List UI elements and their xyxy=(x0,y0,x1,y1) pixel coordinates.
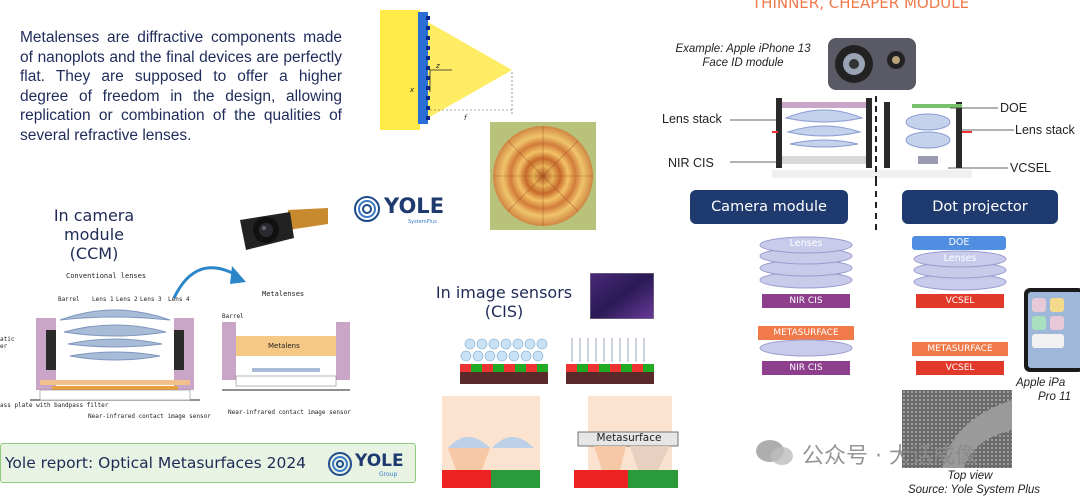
ipad-caption: Apple iPa Pro 11 xyxy=(1016,376,1080,404)
callout-lines xyxy=(730,107,1014,169)
lens4-label: Lens 4 xyxy=(168,296,190,303)
ccm-heading-line2: (CCM) xyxy=(69,244,119,263)
sem-top-view-caption: Top view xyxy=(947,470,993,482)
cis-heading: In image sensors (CIS) xyxy=(426,283,582,321)
barrel-label-2: Barrel xyxy=(222,313,244,320)
wechat-icon xyxy=(756,440,793,465)
focal-length-label: f xyxy=(464,114,468,122)
yole-group-logo-text: YOLE xyxy=(355,451,404,471)
report-banner[interactable]: Yole report: Optical Metasurfaces 2024 Y… xyxy=(0,443,416,483)
yole-logo-subtext: SystemPlus xyxy=(408,219,437,225)
lens-stack-right-label: Lens stack xyxy=(1015,123,1075,137)
cis-heading-line2: (CIS) xyxy=(484,302,524,321)
static-label: atic xyxy=(0,336,15,343)
metalens-module-diagram xyxy=(222,322,350,391)
doe-layer xyxy=(912,236,1006,250)
ipad-caption-line1: Apple iPa xyxy=(1016,377,1066,389)
projector-lens-stack xyxy=(913,250,1007,291)
yole-logo-text: YOLE xyxy=(384,194,445,218)
vcsel-label: VCSEL xyxy=(1010,161,1051,175)
cis-metasurface-lightpath xyxy=(574,396,679,488)
sem-micrograph xyxy=(902,390,1012,468)
intro-paragraph: Metalenses are diffractive components ma… xyxy=(20,29,342,144)
camera-module-header: Camera module xyxy=(690,190,848,224)
camera-metasurface-tag: METASURFACE xyxy=(758,326,854,340)
camera-metasurface-lens xyxy=(759,339,853,357)
lens2-label: Lens 2 xyxy=(116,296,138,303)
metalens-label: Metalens xyxy=(268,342,300,350)
metasurface-cis-label: Metasurface xyxy=(596,432,662,444)
microlens-array-right xyxy=(566,338,654,384)
watermark-text: 公众号 · 大话成像 xyxy=(802,444,977,469)
example-caption-line1: Example: Apple iPhone 13 xyxy=(675,43,811,55)
ipad-image xyxy=(1024,288,1080,372)
camera-lenses-label: Lenses xyxy=(789,238,823,249)
example-caption-line2: Face ID module xyxy=(702,57,784,69)
doe-layer-label: DOE xyxy=(948,237,970,248)
lens3-label: Lens 3 xyxy=(140,296,162,303)
nir-sensor-label: Near-infrared contact image sensor xyxy=(88,413,211,420)
camera-module-photo xyxy=(240,208,328,250)
lens1-label: Lens 1 xyxy=(92,296,114,303)
projector-vcsel-tag-2: VCSEL xyxy=(916,361,1004,375)
glass-plate-label: ass plate with bandpass filter xyxy=(0,402,109,409)
yole-group-swirl-icon xyxy=(328,452,352,476)
axis-z-label: z xyxy=(435,62,440,70)
faceid-module-photo xyxy=(828,38,916,90)
nir-sensor-label-2: Near-infrared contact image sensor xyxy=(228,409,351,416)
conventional-lenses-diagram xyxy=(30,309,200,401)
projector-lenses-label: Lenses xyxy=(943,253,977,264)
faceid-cross-section xyxy=(772,96,972,180)
sem-source-caption: Source: Yole System Plus xyxy=(907,484,1041,496)
dot-projector-header: Dot projector xyxy=(902,190,1058,224)
metalenses-label: Metalenses xyxy=(262,290,305,298)
yole-swirl-icon xyxy=(354,196,380,222)
projector-vcsel-tag: VCSEL xyxy=(916,294,1004,308)
camera-lens-stack xyxy=(759,236,853,289)
conventional-lenses-label: Conventional lenses xyxy=(66,272,147,280)
section-title: THINNER, CHEAPER MODULE xyxy=(752,0,970,12)
cis-microlens-lightpath xyxy=(442,396,540,488)
divider-dashed-line xyxy=(875,180,877,230)
camera-nir-cis-tag-2: NIR CIS xyxy=(762,361,850,375)
barrel-label: Barrel xyxy=(58,296,80,303)
ccm-heading: In camera module (CCM) xyxy=(24,206,164,263)
camera-nir-cis-tag: NIR CIS xyxy=(762,294,850,308)
lens-stack-left-label: Lens stack xyxy=(662,112,722,126)
report-banner-text: Yole report: Optical Metasurfaces 2024 xyxy=(5,454,307,472)
curved-arrow-icon xyxy=(172,266,246,299)
microlens-array-left xyxy=(460,338,548,384)
ipad-caption-line2: Pro 11 xyxy=(1038,391,1072,403)
example-caption: Example: Apple iPhone 13 Face ID module xyxy=(664,42,822,70)
doe-label: DOE xyxy=(1000,101,1028,115)
cis-heading-line1: In image sensors xyxy=(435,283,573,302)
axis-x-label: x xyxy=(409,86,415,94)
ccm-heading-line1: In camera module xyxy=(53,206,135,244)
nir-cis-label: NIR CIS xyxy=(668,156,714,170)
metalens-focus-diagram: z x f xyxy=(380,10,513,130)
metalens-pattern-image xyxy=(490,122,596,230)
static-label-2: er xyxy=(0,343,8,350)
yole-systemplus-logo: YOLE SystemPlus xyxy=(352,192,452,228)
yole-group-logo-subtext: Group xyxy=(379,471,398,478)
image-sensor-photo xyxy=(590,273,654,319)
projector-metasurface-tag: METASURFACE xyxy=(912,342,1008,356)
